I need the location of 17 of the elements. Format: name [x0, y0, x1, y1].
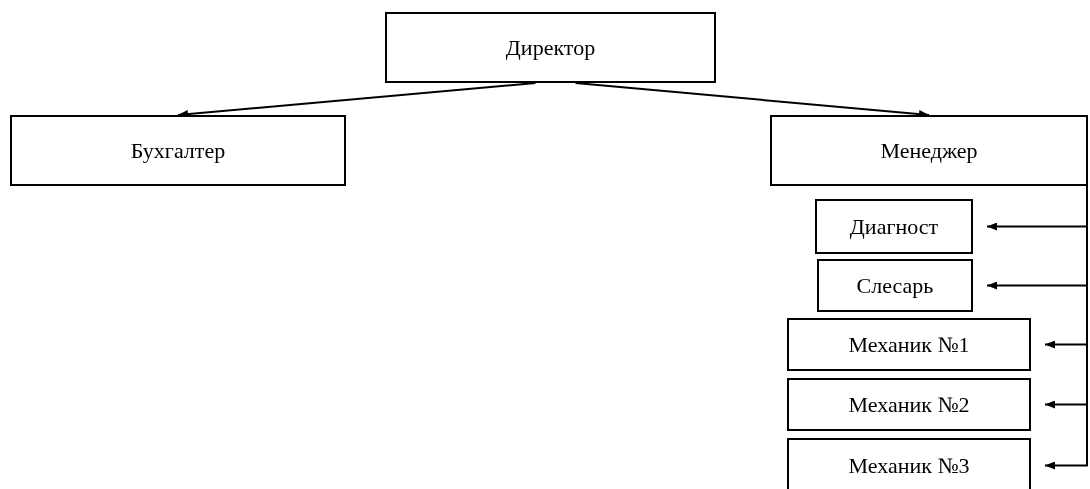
role-label: Директор: [505, 34, 596, 61]
role-box: [815, 199, 973, 254]
role-box: [817, 259, 973, 312]
role-box: [10, 115, 346, 186]
role-label: Менеджер: [880, 137, 978, 164]
role-label: Механик №3: [848, 452, 970, 479]
role-box: [787, 318, 1031, 371]
role-label: Механик №2: [848, 391, 970, 418]
role-label: Бухгалтер: [130, 137, 226, 164]
role-box: [787, 438, 1031, 489]
role-box: [385, 12, 716, 83]
role-label: Механик №1: [848, 331, 970, 358]
role-box: [770, 115, 1088, 186]
role-box: [787, 378, 1031, 431]
role-label: Слесарь: [856, 272, 934, 299]
role-label: Диагност: [849, 213, 939, 240]
arrow: [1044, 185, 1088, 470]
